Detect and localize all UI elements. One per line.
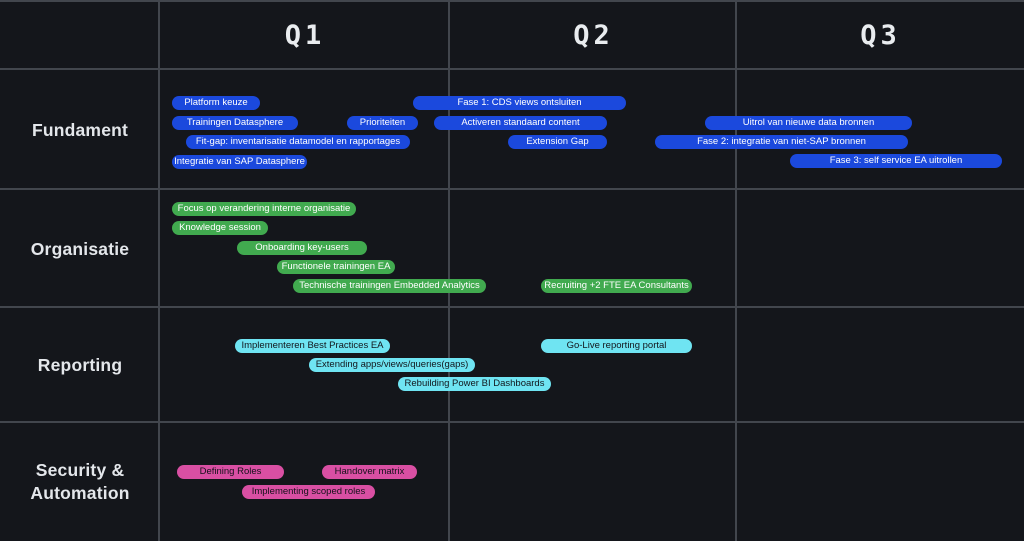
task-pill: Onboarding key-users — [237, 241, 367, 255]
task-pill: Trainingen Datasphere — [172, 116, 298, 130]
grid-line-vertical — [735, 0, 737, 541]
task-pill: Focus op verandering interne organisatie — [172, 202, 356, 216]
task-pill: Functionele trainingen EA — [277, 260, 395, 274]
grid-line-vertical — [158, 0, 160, 541]
grid-line-vertical — [448, 0, 450, 541]
task-pill: Uitrol van nieuwe data bronnen — [705, 116, 912, 130]
task-pill: Activeren standaard content — [434, 116, 607, 130]
task-pill: Fase 3: self service EA uitrollen — [790, 154, 1002, 168]
task-pill: Defining Roles — [177, 465, 284, 479]
task-pill: Implementing scoped roles — [242, 485, 375, 499]
row-label-security-automation: Security & Automation — [30, 460, 130, 503]
task-pill: Fase 1: CDS views ontsluiten — [413, 96, 626, 110]
task-pill: Implementeren Best Practices EA — [235, 339, 390, 353]
grid-line-horizontal — [0, 421, 1024, 423]
column-header-q1: Q1 — [284, 19, 326, 51]
task-pill: Rebuilding Power BI Dashboards — [398, 377, 551, 391]
task-pill: Fase 2: integratie van niet-SAP bronnen — [655, 135, 908, 149]
grid-line-horizontal — [0, 188, 1024, 190]
grid-line-horizontal — [0, 0, 1024, 2]
grid-line-horizontal — [0, 68, 1024, 70]
row-label-reporting: Reporting — [37, 355, 123, 376]
row-label-organisatie: Organisatie — [30, 238, 130, 259]
task-pill: Knowledge session — [172, 221, 268, 235]
task-pill: Technische trainingen Embedded Analytics — [293, 279, 486, 293]
row-label-fundament: Fundament — [31, 119, 129, 140]
column-header-q3: Q3 — [860, 19, 901, 51]
task-pill: Integratie van SAP Datasphere — [172, 155, 307, 169]
task-pill: Recruiting +2 FTE EA Consultants — [541, 279, 692, 293]
task-pill: Extending apps/views/queries(gaps) — [309, 358, 475, 372]
grid-line-horizontal — [0, 306, 1024, 308]
task-pill: Handover matrix — [322, 465, 417, 479]
column-header-q2: Q2 — [573, 19, 614, 51]
task-pill: Prioriteiten — [347, 116, 418, 130]
task-pill: Go-Live reporting portal — [541, 339, 692, 353]
task-pill: Fit-gap: inventarisatie datamodel en rap… — [186, 135, 410, 149]
task-pill: Platform keuze — [172, 96, 260, 110]
task-pill: Extension Gap — [508, 135, 607, 149]
